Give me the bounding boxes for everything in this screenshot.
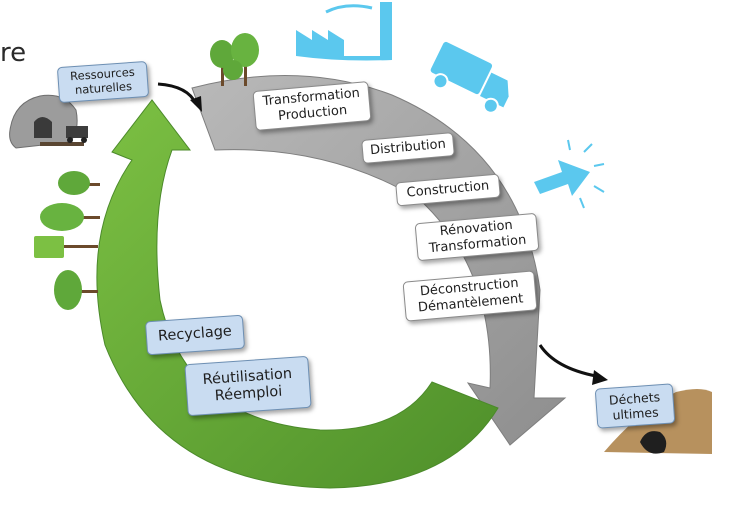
- quarry-rock-icon: [9, 94, 88, 149]
- inflow-arrowhead: [190, 96, 202, 112]
- cropped-title-fragment: re: [0, 38, 27, 68]
- truck-icon: [430, 41, 509, 114]
- left-trees-icon: [34, 171, 100, 310]
- trees-icon: [210, 33, 259, 86]
- factory-icon: [296, 2, 392, 61]
- stage-label-ressources: Ressources naturelles: [56, 60, 150, 104]
- outflow-arrowhead: [592, 370, 608, 385]
- stage-label-dechets: Déchets ultimes: [594, 383, 676, 429]
- stage-label-recyclage: Recyclage: [144, 314, 246, 356]
- stage-label-reutilisation: Réutilisation Réemploi: [184, 355, 312, 417]
- outflow-arrow: [538, 344, 597, 378]
- inflow-arrow: [157, 82, 198, 105]
- export-arrow-icon: [534, 139, 605, 209]
